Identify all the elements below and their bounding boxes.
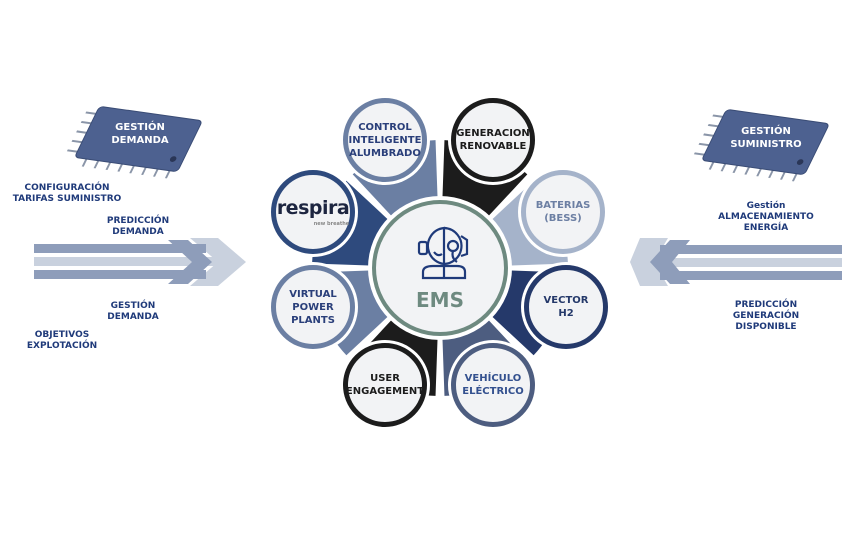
node-control-alumbrado[interactable]: CONTROL INTELIGENTE ALUMBRADO — [343, 98, 427, 182]
left-label-demand-prediction: PREDICCIÓN DEMANDA — [106, 216, 170, 237]
node-label: VIRTUAL POWER PLANTS — [289, 288, 337, 326]
demand-chip-label: GESTIÓN DEMANDA — [111, 122, 169, 146]
node-generacion-renovable[interactable]: GENERACION RENOVABLE — [451, 98, 535, 182]
right-label-storage: Gestión ALMACENAMIENTO ENERGÍA — [718, 201, 814, 233]
right-label-generation-prediction: PREDICCIÓN GENERACIÓN DISPONIBLE — [732, 300, 800, 332]
node-label: VECTOR H2 — [543, 295, 589, 319]
supply-chip-label: GESTIÓN SUMINISTRO — [730, 126, 802, 150]
ems-label: EMS — [416, 288, 464, 312]
node-baterias-bess[interactable]: BATERIAS (BESS) — [521, 170, 605, 254]
node-label: USER ENGAGEMENT — [345, 373, 425, 397]
node-label: BATERIAS (BESS) — [535, 200, 591, 224]
node-label: GENERACION RENOVABLE — [456, 128, 530, 152]
left-label-objectives: OBJETIVOS EXPLOTACIÓN — [26, 330, 98, 351]
node-respira[interactable]: respira new breathe — [271, 170, 355, 254]
node-vehiculo-electrico[interactable]: VEHÍCULO ELÉCTRICO — [451, 343, 535, 427]
node-vector-h2[interactable]: VECTOR H2 — [524, 265, 608, 349]
left-label-demand-management: GESTIÓN DEMANDA — [107, 301, 159, 322]
respira-tagline: new breathe — [313, 221, 350, 227]
node-virtual-power-plants[interactable]: VIRTUAL POWER PLANTS — [271, 265, 355, 349]
node-label: VEHÍCULO ELÉCTRICO — [462, 373, 524, 397]
respira-logo-block: respira new breathe — [276, 197, 350, 227]
node-user-engagement[interactable]: USER ENGAGEMENT — [343, 343, 427, 427]
node-label: CONTROL INTELIGENTE ALUMBRADO — [348, 121, 422, 159]
left-label-tariffs: CONFIGURACIÓN TARIFAS SUMINISTRO — [12, 183, 122, 204]
ems-center: EMS — [372, 200, 508, 336]
robot-headset-icon — [417, 226, 469, 280]
respira-logo: respira — [276, 197, 350, 219]
